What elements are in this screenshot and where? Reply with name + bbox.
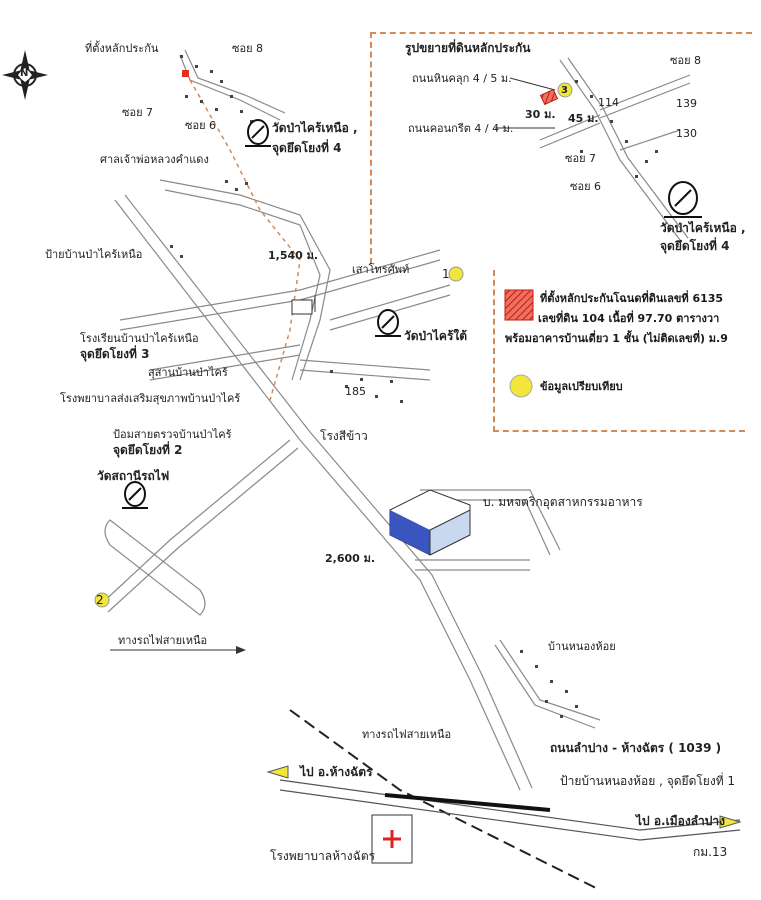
inset-dist-30: 30 ม. xyxy=(525,108,556,121)
highway-1039 xyxy=(279,779,741,841)
highway-bridge xyxy=(384,793,551,812)
legend-border xyxy=(493,270,745,432)
legend-plot-swatch xyxy=(504,289,534,321)
inset-plot xyxy=(539,88,559,106)
label-cemetery: สุสานบ้านป่าไคร้ xyxy=(148,366,228,379)
label-police: ป้อมสายตรวจบ้านป่าไคร้ xyxy=(113,428,232,441)
marker-2 xyxy=(94,592,110,608)
hospital-icon xyxy=(371,814,413,864)
label-rice-mill: โรงสีข้าว xyxy=(320,429,368,443)
legend-plot-line1: ที่ตั้งหลักประกันโฉนดที่ดินเลขที่ 6135 xyxy=(540,292,724,305)
inset-marker-3 xyxy=(557,82,573,98)
label-phone-pole: เสาโทรศัพท์ xyxy=(352,263,410,276)
inset-temple: วัดป่าไคร้เหนือ , xyxy=(660,221,746,235)
label-to-lampang: ไป อ.เมืองลำปาง xyxy=(636,814,725,828)
inset-soi7: ซอย 7 xyxy=(565,152,597,165)
label-hospital: โรงพยาบาลห้างฉัตร xyxy=(270,849,376,863)
compass-icon xyxy=(2,50,48,100)
label-hospital-local: โรงพยาบาลส่งเสริมสุขภาพบ้านป่าไคร้ xyxy=(60,392,241,405)
factory-icon xyxy=(389,489,471,556)
label-landmark4: จุดยึดโยงที่ 4 xyxy=(272,141,342,155)
label-landmark2: จุดยึดโยงที่ 2 xyxy=(113,443,183,457)
label-railway-north-2: ทางรถไฟสายเหนือ xyxy=(362,728,452,741)
compass-letter: N xyxy=(20,68,29,79)
inset-130: 130 xyxy=(676,127,697,140)
inset-dist-45: 45 ม. xyxy=(568,112,599,125)
inset-road-concrete: ถนนหินคลุก 4 / 5 ม. xyxy=(412,72,512,85)
legend-comparison: ข้อมูลเปรียบเทียบ xyxy=(540,380,623,393)
label-km13: กม.13 xyxy=(693,845,728,859)
inset-landmark4: จุดยึดโยงที่ 4 xyxy=(660,239,730,253)
label-road-name: ถนนลำปาง - ห้างฉัตร ( 1039 ) xyxy=(550,741,722,755)
inset-road-concrete-2: ถนนคอนกรีต 4 / 4 ม. xyxy=(408,122,514,135)
railway-arrow-icon xyxy=(236,646,246,654)
label-temple-south: วัดป่าไคร้ใต้ xyxy=(404,329,468,343)
inset-139: 139 xyxy=(676,97,697,110)
house-markers xyxy=(170,55,578,718)
label-village-sign: ป้ายบ้านป่าไคร้เหนือ xyxy=(45,248,143,261)
inset-roads xyxy=(539,57,691,241)
station-area xyxy=(104,519,206,616)
legend-plot-line3: พร้อมอาคารบ้านเดี่ยว 1 ชั้น (ไม่ติดเลขที… xyxy=(505,332,728,345)
arrow-to-lampang-icon xyxy=(719,815,742,829)
label-marker-1: 1 xyxy=(442,267,450,281)
temple-south-icon xyxy=(375,309,401,337)
label-temple-north: วัดป่าไคร้เหนือ , xyxy=(272,121,358,135)
inset-title: รูปขยายที่ดินหลักประกัน xyxy=(405,41,531,55)
temple-station-icon xyxy=(122,481,148,509)
label-factory: บ. มหจตริกอุตสาหกรรมอาหาร xyxy=(483,495,643,509)
label-school: โรงเรียนบ้านป่าไคร้เหนือ xyxy=(80,332,199,345)
legend-plot-line2: เลขที่ดิน 104 เนื้อที่ 97.70 ตารางวา xyxy=(538,312,720,325)
label-marker-2: 2 xyxy=(96,593,104,607)
label-to-hangchat: ไป อ.ห้างฉัตร xyxy=(300,765,373,779)
label-sign-nonghoi: ป้ายบ้านหนองห้อย , จุดยึดโยงที่ 1 xyxy=(560,774,736,788)
label-landmark3: จุดยึดโยงที่ 3 xyxy=(80,347,150,361)
inset-road-pointer-1 xyxy=(509,77,556,91)
label-dist-1540: 1,540 ม. xyxy=(268,249,319,262)
inset-temple-icon xyxy=(664,181,702,218)
road-network xyxy=(99,49,601,791)
label-shrine: ศาลเจ้าพ่อหลวงคำแดง xyxy=(100,153,209,166)
temple-north-icon xyxy=(245,119,271,147)
inset-border xyxy=(370,32,752,264)
legend-comparison-swatch xyxy=(509,374,533,398)
label-temple-station: วัดสถานีรถไฟ xyxy=(97,469,170,483)
inset-house-markers xyxy=(575,80,658,178)
arrow-to-hangchat-icon xyxy=(266,765,289,779)
plot-marker xyxy=(182,70,189,77)
label-soi8: ซอย 8 xyxy=(232,42,264,55)
label-soi7: ซอย 7 xyxy=(122,106,154,119)
label-dist-2600: 2,600 ม. xyxy=(325,552,376,565)
label-railway-north-1: ทางรถไฟสายเหนือ xyxy=(118,634,208,647)
label-village-nonghoi: บ้านหนองห้อย xyxy=(548,640,616,653)
marker-1 xyxy=(448,266,464,282)
railway-line xyxy=(289,709,601,891)
label-plot-site: ที่ตั้งหลักประกัน xyxy=(85,42,159,55)
route-path xyxy=(189,79,301,401)
inset-soi6: ซอย 6 xyxy=(570,180,602,193)
inset-soi8: ซอย 8 xyxy=(670,54,702,67)
school-icon xyxy=(291,295,316,315)
inset-marker-3-label: 3 xyxy=(561,85,568,96)
inset-114: 114 xyxy=(598,96,619,109)
label-185: 185 xyxy=(345,385,366,398)
label-soi6: ซอย 6 xyxy=(185,119,217,132)
